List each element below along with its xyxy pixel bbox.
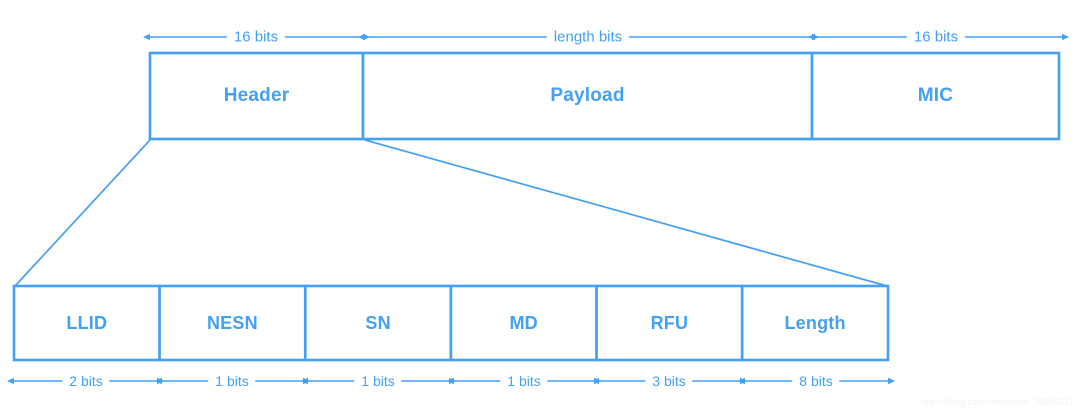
label-rfu: RFU <box>650 312 689 333</box>
connector-right <box>364 139 888 287</box>
size-label-md: 1 bits <box>500 373 548 389</box>
box-md <box>449 284 598 362</box>
size-label-nesn: 1 bits <box>208 373 256 389</box>
box-payload <box>361 51 814 141</box>
label-llid: LLID <box>66 312 108 333</box>
label-mic: MIC <box>917 85 954 106</box>
label-nesn: NESN <box>206 312 258 333</box>
header-field-boxes <box>12 284 890 362</box>
watermark-text: https://blog.csdn.net/weixin_35016347 <box>920 397 1074 407</box>
label-length: Length <box>784 312 846 333</box>
size-label-llid: 2 bits <box>62 373 110 389</box>
box-header <box>148 51 365 141</box>
size-label-mic: 16 bits <box>906 28 966 46</box>
size-label-sn: 1 bits <box>354 373 402 389</box>
expansion-connectors <box>14 139 888 287</box>
box-mic <box>810 51 1061 141</box>
size-label-payload: length bits <box>546 28 630 46</box>
box-length <box>740 284 890 362</box>
label-payload: Payload <box>550 85 625 106</box>
label-sn: SN <box>365 312 391 333</box>
label-header: Header <box>223 85 290 106</box>
size-label-length: 8 bits <box>792 373 840 389</box>
connector-left <box>14 139 151 287</box>
label-md: MD <box>509 312 538 333</box>
top-row-boxes <box>148 51 1061 141</box>
box-nesn <box>158 284 307 362</box>
size-label-header: 16 bits <box>226 28 286 46</box>
size-label-rfu: 3 bits <box>645 373 693 389</box>
